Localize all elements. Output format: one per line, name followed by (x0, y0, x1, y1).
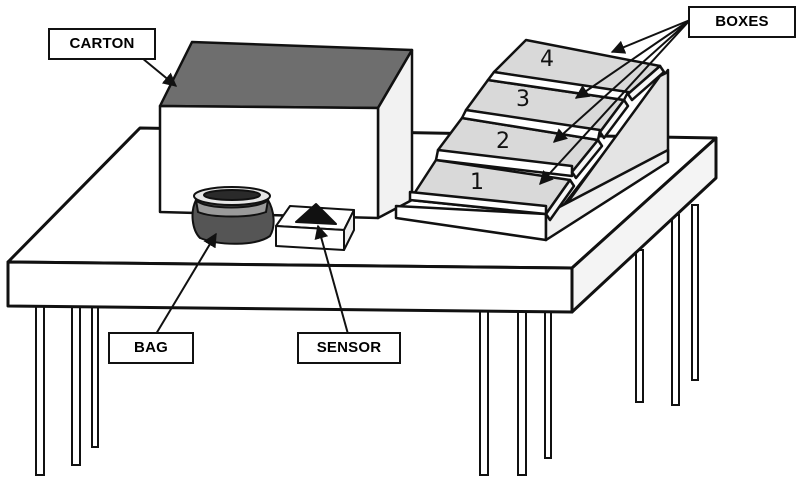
carton-label: CARTON (48, 28, 156, 60)
arrow-bag (155, 232, 217, 335)
arrow-boxes-4 (610, 19, 691, 54)
arrow-sensor (314, 224, 349, 335)
box-number-1: 1 (470, 170, 484, 195)
arrow-carton (141, 57, 178, 87)
boxes-tray (394, 38, 670, 242)
box-number-2: 2 (496, 129, 510, 154)
arrow-boxes-1 (539, 19, 691, 186)
sensor (275, 203, 355, 251)
bag (191, 186, 275, 245)
arrow-boxes-3 (574, 19, 691, 99)
sensor-label: SENSOR (297, 332, 401, 364)
bag-label: BAG (108, 332, 194, 364)
box-number-3: 3 (516, 87, 530, 112)
box-number-4: 4 (540, 47, 554, 72)
callout-arrows (141, 19, 691, 335)
arrow-boxes-2 (552, 19, 691, 143)
boxes-label: BOXES (688, 6, 796, 38)
